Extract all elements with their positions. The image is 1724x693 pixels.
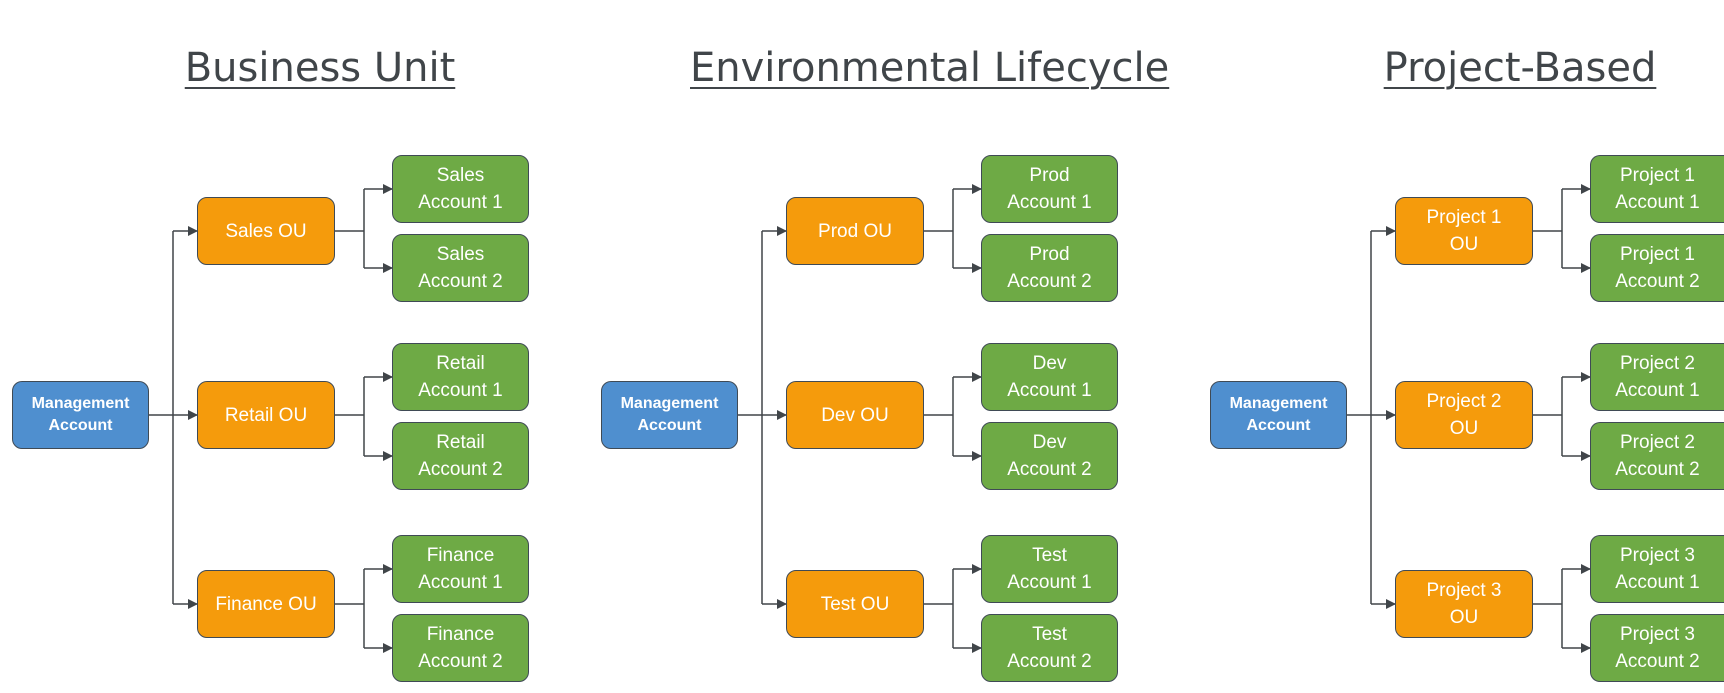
ou-box: Prod OU (786, 197, 924, 265)
account-box: Dev Account 1 (981, 343, 1118, 411)
account-box: Dev Account 2 (981, 422, 1118, 490)
account-box: Sales Account 1 (392, 155, 529, 223)
management-account-box: Management Account (12, 381, 149, 449)
ou-box: Dev OU (786, 381, 924, 449)
account-box: Project 2 Account 2 (1590, 422, 1724, 490)
column-title: Environmental Lifecycle (690, 45, 1170, 91)
account-box: Project 3 Account 2 (1590, 614, 1724, 682)
account-box: Prod Account 2 (981, 234, 1118, 302)
ou-box: Retail OU (197, 381, 335, 449)
account-box: Retail Account 1 (392, 343, 529, 411)
ou-box: Test OU (786, 570, 924, 638)
ou-box: Finance OU (197, 570, 335, 638)
column-title: Project-Based (1383, 45, 1657, 91)
account-box: Project 1 Account 1 (1590, 155, 1724, 223)
management-account-box: Management Account (601, 381, 738, 449)
account-box: Retail Account 2 (392, 422, 529, 490)
account-box: Finance Account 2 (392, 614, 529, 682)
ou-box: Project 2 OU (1395, 381, 1533, 449)
account-box: Test Account 1 (981, 535, 1118, 603)
column-title: Business Unit (184, 45, 456, 91)
account-box: Project 2 Account 1 (1590, 343, 1724, 411)
account-box: Sales Account 2 (392, 234, 529, 302)
account-box: Prod Account 1 (981, 155, 1118, 223)
ou-box: Project 1 OU (1395, 197, 1533, 265)
account-box: Project 1 Account 2 (1590, 234, 1724, 302)
account-box: Finance Account 1 (392, 535, 529, 603)
ou-box: Project 3 OU (1395, 570, 1533, 638)
account-box: Project 3 Account 1 (1590, 535, 1724, 603)
ou-box: Sales OU (197, 197, 335, 265)
management-account-box: Management Account (1210, 381, 1347, 449)
account-box: Test Account 2 (981, 614, 1118, 682)
